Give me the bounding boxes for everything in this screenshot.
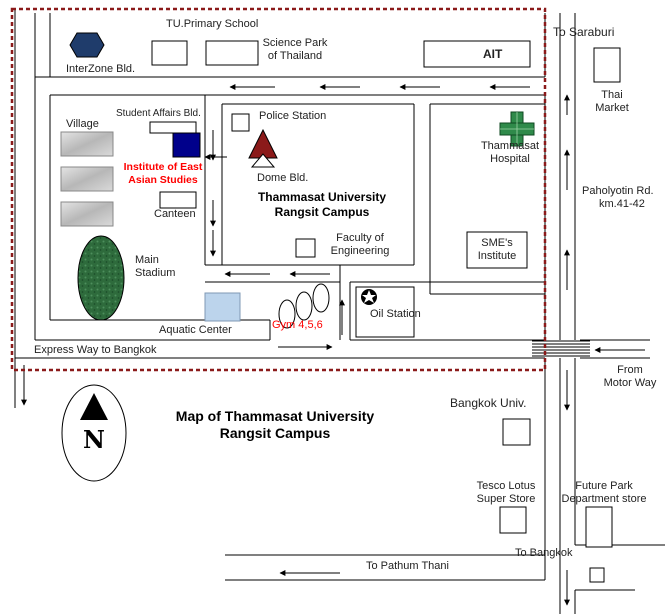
campus-boundary <box>10 7 547 372</box>
tu-primary-school-label: TU.Primary School <box>166 18 259 30</box>
map-title: Map of Thammasat University Rangsit Camp… <box>175 408 375 441</box>
village-house <box>60 131 114 157</box>
sme-building <box>466 231 528 269</box>
to-saraburi-label: To Saraburi <box>553 25 615 39</box>
aquatic-center-label: Aquatic Center <box>159 324 232 336</box>
police-station-building <box>231 113 250 132</box>
main-stadium-icon <box>77 235 125 321</box>
oil-station-star-icon <box>361 289 377 305</box>
tesco-label: Tesco Lotus Super Store <box>476 480 536 505</box>
gym-label: Gym 4,5,6 <box>272 319 323 331</box>
north-compass-icon <box>61 384 127 482</box>
future-park-label: Future Park Department store <box>561 480 647 505</box>
police-station-label: Police Station <box>259 110 327 122</box>
village-label: Village <box>66 118 99 130</box>
engineering-building <box>295 238 316 258</box>
traffic-arrows <box>21 84 645 606</box>
engineering-label: Faculty of Engineering <box>330 232 390 257</box>
canteen-building <box>159 191 197 209</box>
bangkok-univ-label: Bangkok Univ. <box>450 396 527 410</box>
institute-building <box>172 132 201 158</box>
tesco-building <box>499 506 527 534</box>
student-affairs-building <box>149 121 197 134</box>
dome-label: Dome Bld. <box>257 172 309 184</box>
institute-label: Institute of East Asian Studies <box>123 161 203 186</box>
route-1-shield <box>589 567 605 583</box>
to-bangkok-label: To Bangkok <box>515 547 573 559</box>
science-park-building <box>205 40 259 66</box>
sme-label: SME's Institute <box>477 237 517 262</box>
campus-label: Thammasat University Rangsit Campus <box>257 190 387 219</box>
hospital-cross-icon <box>499 111 535 147</box>
canteen-label: Canteen <box>154 208 196 220</box>
science-park-label: Science Park of Thailand <box>262 37 328 62</box>
interzone-label: InterZone Bld. <box>66 63 136 75</box>
oil-station-label: Oil Station <box>370 308 421 320</box>
main-stadium-label: Main Stadium <box>135 254 176 279</box>
road-crossing <box>532 340 590 357</box>
ait-label: AIT <box>483 47 503 61</box>
thai-market-label: Thai Market <box>595 89 629 114</box>
north-letter: N <box>83 425 105 454</box>
village-house <box>60 166 114 192</box>
village-house <box>60 201 114 227</box>
student-affairs-label: Student Affairs Bld. <box>116 108 201 119</box>
paholyotin-label: Paholyotin Rd. km.41-42 <box>582 185 654 210</box>
gym-icon <box>278 283 330 329</box>
aquatic-center-icon <box>204 292 241 322</box>
ait-building <box>423 40 531 68</box>
to-pathum-thani-label: To Pathum Thani <box>366 560 449 572</box>
from-motorway-label: From Motor Way <box>603 364 657 389</box>
hospital-label: Thammasat Hospital <box>480 140 540 165</box>
bangkok-univ-building <box>502 418 531 446</box>
interzone-icon <box>69 32 105 58</box>
thai-market-building <box>593 47 621 83</box>
expressway-label: Express Way to Bangkok <box>34 344 157 356</box>
dome-icon <box>248 128 278 168</box>
tu-primary-school-building <box>151 40 188 66</box>
future-park-building <box>585 506 613 548</box>
